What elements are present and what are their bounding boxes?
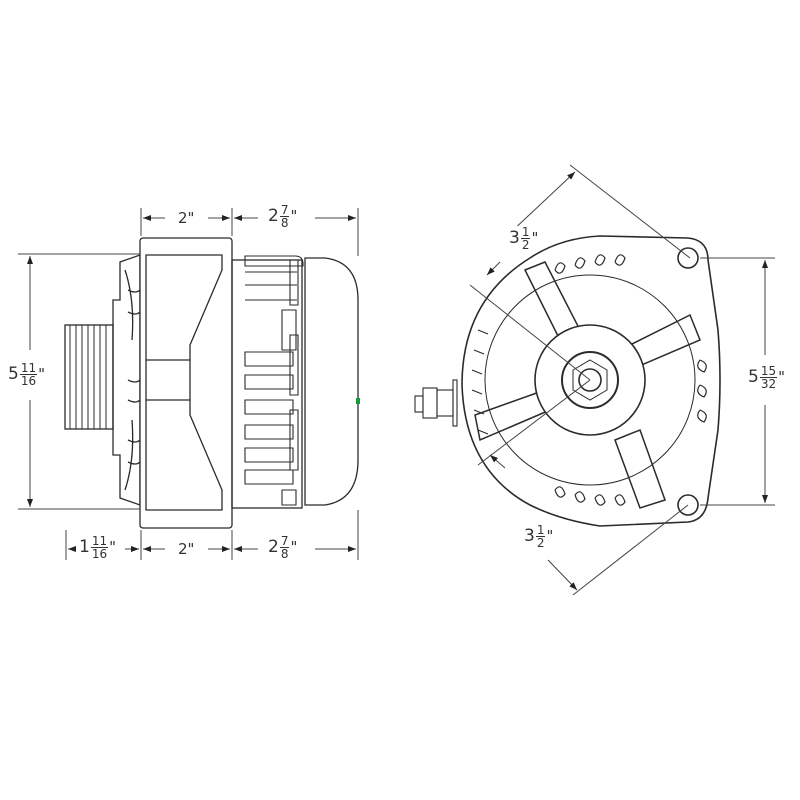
green-indicator [356, 398, 360, 404]
side-view [64, 237, 360, 529]
rear-cover [304, 257, 359, 506]
stator-body [139, 237, 233, 529]
pulley [64, 324, 114, 430]
rear-housing-outline [461, 235, 721, 527]
front-housing [112, 254, 141, 506]
shaft-nut [572, 359, 608, 401]
rear-dimensions [469, 164, 775, 596]
dim-bottom-2in: 2" [176, 540, 197, 558]
mount-hole-top [677, 247, 699, 269]
dim-top-2in: 2" [176, 209, 197, 227]
mount-hole-bottom [677, 494, 699, 516]
rear-view [414, 235, 721, 527]
terminal-stud [414, 379, 458, 427]
side-dimensions [18, 208, 359, 560]
rear-housing [231, 255, 304, 509]
